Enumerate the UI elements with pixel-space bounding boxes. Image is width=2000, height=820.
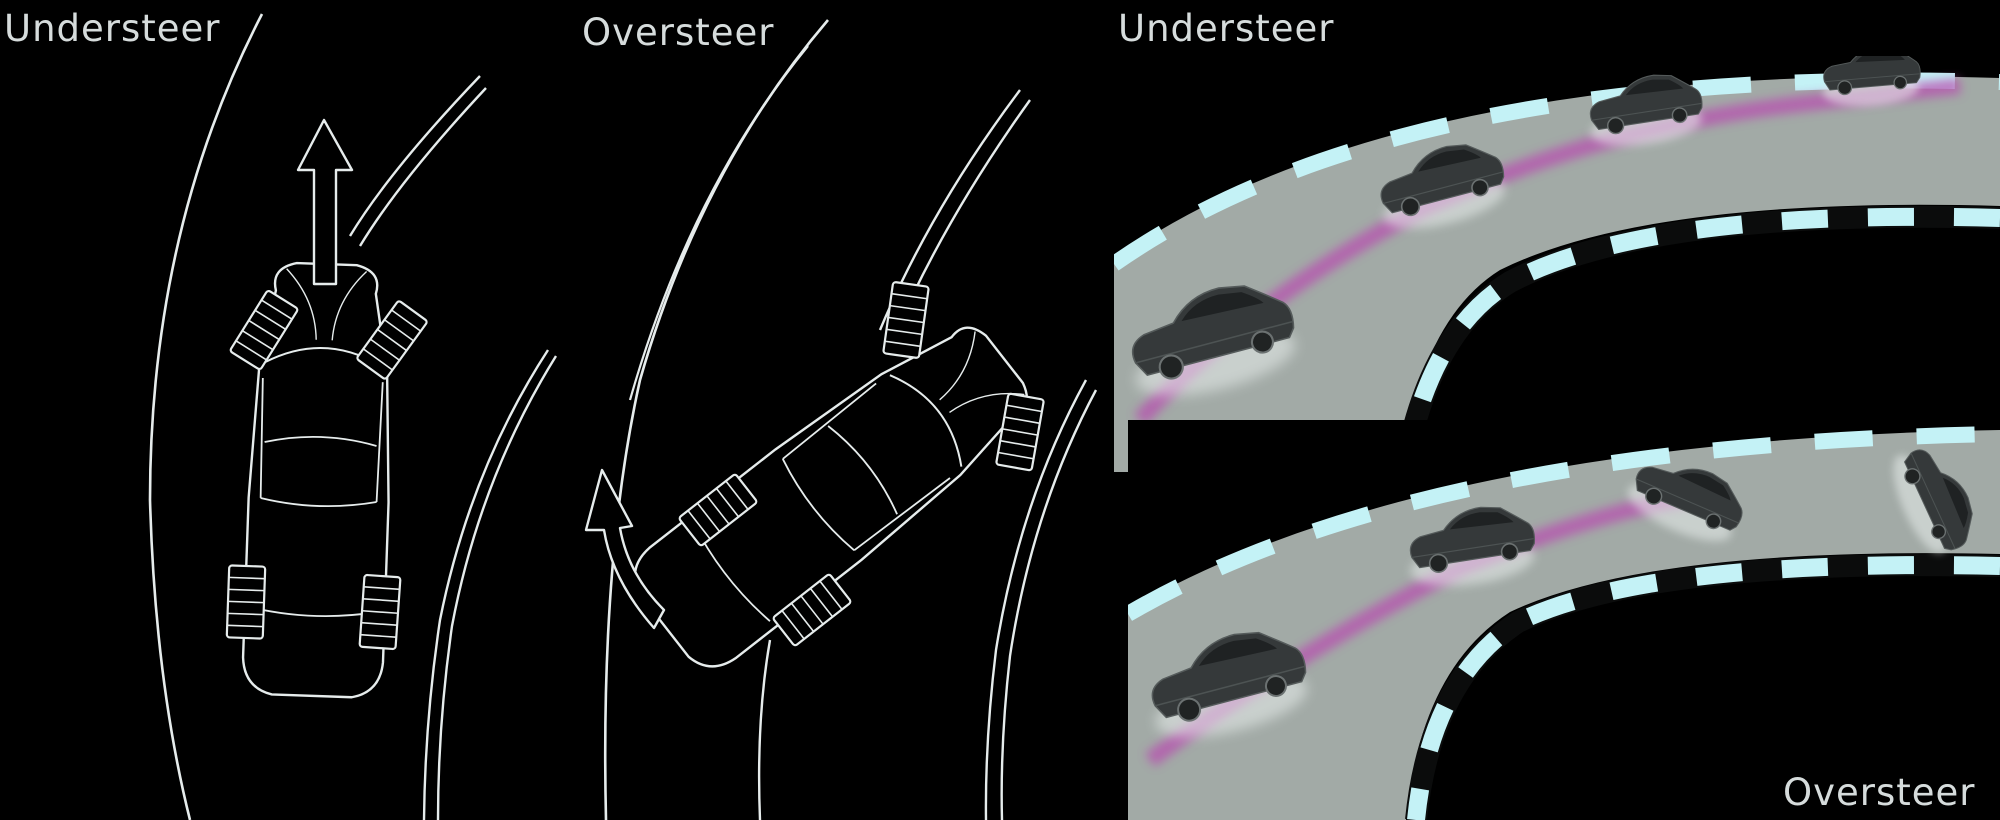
straight-arrow-icon — [298, 120, 352, 284]
car-outline — [621, 304, 1048, 680]
understeer-label-right: Understeer — [1118, 10, 1335, 47]
road-edge-outer — [150, 14, 262, 820]
tire-front-left — [230, 290, 299, 370]
tire-rear-left — [679, 474, 758, 547]
understeer-line-diagram — [150, 14, 556, 820]
tire-front-left — [883, 282, 929, 358]
oversteer-3d-scene — [1128, 420, 2000, 820]
tire-rear-left — [227, 565, 265, 638]
oversteer-label-left: Oversteer — [582, 14, 775, 51]
road-edge-outer-b — [630, 46, 808, 400]
road-edge-inner-a — [424, 350, 548, 820]
understeer-label-left: Understeer — [4, 10, 221, 47]
tire-front-right — [996, 393, 1044, 470]
understeer-3d-scene — [1114, 44, 2000, 472]
oversteer-label-right: Oversteer — [1783, 774, 1976, 811]
road-edge-middle-b — [360, 88, 486, 246]
tire-rear-right — [773, 574, 852, 647]
curved-arrow-icon — [586, 470, 664, 628]
road-edge-lower — [759, 640, 770, 820]
road-edge-outer — [605, 20, 828, 820]
oversteer-line-diagram — [586, 20, 1096, 820]
tire-rear-right — [360, 575, 401, 649]
tire-front-right — [356, 300, 427, 379]
road-edge-inner-b — [438, 356, 556, 820]
road-edge-middle-a — [350, 76, 480, 236]
